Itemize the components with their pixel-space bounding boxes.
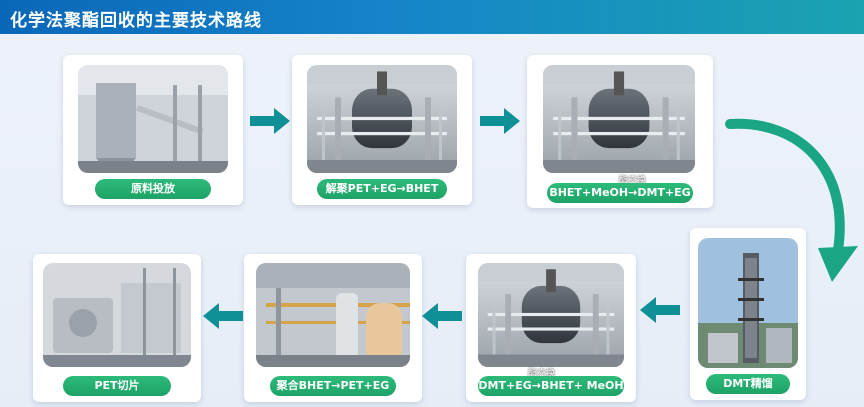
photo-overlay-label: 酯交换	[619, 176, 647, 186]
arrow-right-icon	[250, 108, 290, 134]
dmt-distillation-photo	[698, 238, 798, 368]
step-label: 原料投放	[95, 179, 211, 199]
depolymerization-photo	[307, 65, 457, 173]
step-label: PET切片	[63, 376, 171, 396]
title-bar: 化学法聚酯回收的主要技术路线	[0, 0, 864, 34]
pet-chips-photo	[43, 263, 191, 367]
step-card-transesterification: 酯交换 BHET+MeOH→DMT+EG	[527, 55, 713, 208]
page-title: 化学法聚酯回收的主要技术路线	[10, 11, 262, 31]
step-label: 聚合BHET→PET+EG	[270, 376, 396, 396]
photo-overlay-label: 酯交换	[528, 369, 556, 379]
curved-arrow-icon	[725, 118, 858, 282]
step-card-depolymerization: 解聚PET+EG→BHET	[292, 55, 472, 205]
arrow-right-icon	[480, 108, 520, 134]
step-card-pet-chips: PET切片	[33, 254, 201, 402]
arrow-left-icon	[422, 303, 462, 329]
step-label: 解聚PET+EG→BHET	[317, 179, 447, 199]
step-card-raw-material: 原料投放	[63, 55, 243, 205]
polymerization-photo	[256, 263, 410, 367]
step-card-transesterification-2: 酯交换 DMT+EG→BHET+ MeOH	[466, 254, 636, 402]
step-label: DMT+EG→BHET+ MeOH	[478, 376, 624, 396]
step-card-polymerization: 聚合BHET→PET+EG	[244, 254, 422, 402]
arrow-left-icon	[203, 303, 243, 329]
raw-material-photo	[78, 65, 228, 173]
arrow-left-icon	[640, 297, 680, 323]
transesterification-photo	[543, 65, 695, 173]
step-card-dmt-distillation: DMT精馏	[690, 228, 806, 400]
transesterification-2-photo	[478, 263, 624, 367]
step-label: BHET+MeOH→DMT+EG	[547, 183, 693, 203]
step-label: DMT精馏	[706, 374, 790, 394]
